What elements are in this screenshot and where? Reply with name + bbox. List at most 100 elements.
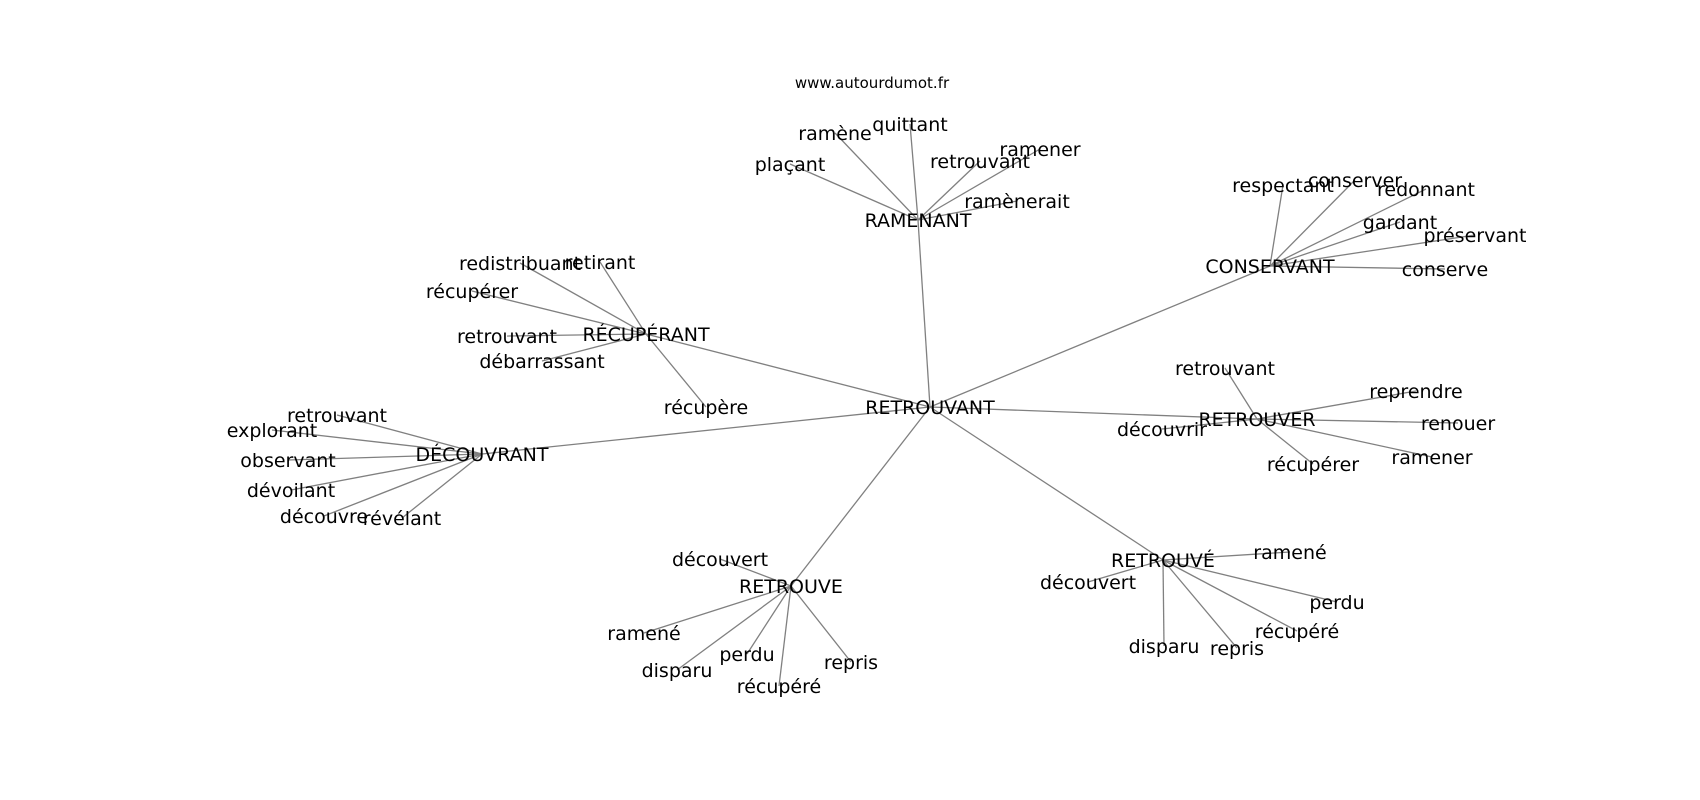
edge-hub-word <box>1162 559 1338 603</box>
edge-center-hub <box>929 265 1271 408</box>
hub-node[interactable]: RETROUVER <box>1198 409 1315 431</box>
hub-node[interactable]: CONSERVANT <box>1205 256 1335 278</box>
word-node[interactable]: débarrassant <box>479 351 604 373</box>
edge-hub-word <box>287 453 483 461</box>
edge-hub-word <box>1162 559 1165 647</box>
word-node[interactable]: renouer <box>1421 413 1495 435</box>
center-node[interactable]: RETROUVANT <box>865 397 995 419</box>
edge-center-hub <box>917 219 931 408</box>
word-node[interactable]: révélant <box>363 508 441 530</box>
edge-hub-word <box>336 414 483 455</box>
word-node[interactable]: retrouvant <box>457 326 557 348</box>
word-node[interactable]: plaçant <box>755 154 826 176</box>
edge-hub-word <box>789 163 919 221</box>
word-node[interactable]: préservant <box>1424 225 1527 247</box>
edge-hub-word <box>917 160 981 221</box>
word-node[interactable]: découvrir <box>1117 419 1207 441</box>
word-node[interactable]: dévoilant <box>247 480 335 502</box>
edge-hub-word <box>917 200 1018 221</box>
edge-hub-word <box>1087 559 1164 583</box>
edge-hub-word <box>790 585 852 663</box>
edge-center-hub <box>481 406 931 455</box>
edge-hub-word <box>917 148 1041 221</box>
edge-hub-word <box>1269 234 1476 267</box>
word-node[interactable]: découvert <box>672 549 768 571</box>
word-node[interactable]: ramène <box>798 123 871 145</box>
word-node[interactable]: ramené <box>1253 542 1326 564</box>
word-node[interactable]: retrouvant <box>287 405 387 427</box>
edge-hub-word <box>719 558 792 587</box>
word-node[interactable]: respectant <box>1232 175 1334 197</box>
edge-hub-word <box>1224 367 1258 420</box>
word-node[interactable]: observant <box>240 450 335 472</box>
graph-edges <box>271 123 1476 687</box>
edge-center-hub <box>790 406 931 587</box>
edge-hub-word <box>1269 221 1401 267</box>
hub-node[interactable]: RÉCUPÉRANT <box>582 323 709 346</box>
word-node[interactable]: perdu <box>719 644 774 666</box>
word-node[interactable]: conserver <box>1308 170 1402 192</box>
edge-hub-word <box>1269 184 1284 267</box>
edge-hub-word <box>909 123 919 221</box>
word-node[interactable]: disparu <box>642 660 713 682</box>
edge-hub-word <box>1256 418 1433 458</box>
hub-node[interactable]: RAMENANT <box>865 210 972 232</box>
word-node[interactable]: redonnant <box>1377 179 1475 201</box>
edge-hub-word <box>1256 418 1314 465</box>
edge-hub-word <box>271 429 483 455</box>
edge-hub-word <box>1269 188 1427 267</box>
word-node[interactable]: ramener <box>1391 447 1472 469</box>
edge-hub-word <box>471 290 647 335</box>
edge-hub-word <box>401 453 483 519</box>
edge-center-hub <box>929 406 1258 420</box>
edge-hub-word <box>506 333 647 337</box>
site-label: www.autourdumot.fr <box>795 74 950 92</box>
word-node[interactable]: redistribuant <box>459 253 581 275</box>
word-node[interactable]: gardant <box>1363 212 1437 234</box>
edge-center-hub <box>929 406 1164 561</box>
word-node[interactable]: retrouvant <box>1175 358 1275 380</box>
hub-node[interactable]: RETROUVE <box>739 576 843 598</box>
word-node[interactable]: récupéré <box>737 676 821 698</box>
edge-hub-word <box>778 585 792 687</box>
word-node[interactable]: explorant <box>227 420 318 442</box>
word-node[interactable]: ramener <box>999 139 1080 161</box>
edge-hub-word <box>1162 551 1291 561</box>
word-node[interactable]: récupérer <box>426 281 518 303</box>
word-node[interactable]: retrouvant <box>930 151 1030 173</box>
edge-hub-word <box>1269 265 1446 270</box>
word-node[interactable]: repris <box>1210 638 1264 660</box>
word-node[interactable]: conserve <box>1402 259 1488 281</box>
word-node[interactable]: ramènerait <box>964 191 1070 213</box>
edge-hub-word <box>290 453 483 491</box>
word-node[interactable]: repris <box>824 652 878 674</box>
hub-node[interactable]: DÉCOUVRANT <box>415 443 548 466</box>
edge-hub-word <box>1269 179 1356 267</box>
word-node[interactable]: perdu <box>1309 592 1364 614</box>
edge-hub-word <box>746 585 792 655</box>
word-node[interactable]: découvre <box>280 506 368 528</box>
word-node[interactable]: récupérer <box>1267 454 1359 476</box>
edge-hub-word <box>1256 390 1417 420</box>
word-node[interactable]: découvert <box>1040 572 1136 594</box>
hub-node[interactable]: RETROUVÉ <box>1111 549 1215 572</box>
edge-hub-word <box>834 132 919 221</box>
edge-hub-word <box>323 453 483 517</box>
edge-hub-word <box>1162 559 1298 632</box>
graph-labels: www.autourdumot.fr RETROUVANTRAMENANTram… <box>227 74 1527 698</box>
edge-hub-word <box>519 262 647 335</box>
word-node[interactable]: ramené <box>607 623 680 645</box>
edge-hub-word <box>1161 418 1258 430</box>
word-node[interactable]: récupère <box>664 397 748 419</box>
word-node[interactable]: quittant <box>872 114 947 136</box>
word-node[interactable]: retirant <box>565 252 636 274</box>
edge-hub-word <box>1256 418 1459 424</box>
edge-hub-word <box>643 585 792 634</box>
word-node[interactable]: récupéré <box>1255 621 1339 643</box>
word-node[interactable]: reprendre <box>1369 381 1462 403</box>
word-node[interactable]: disparu <box>1129 636 1200 658</box>
edge-hub-word <box>676 585 792 671</box>
edge-hub-word <box>599 261 647 335</box>
edge-center-hub <box>645 333 931 408</box>
